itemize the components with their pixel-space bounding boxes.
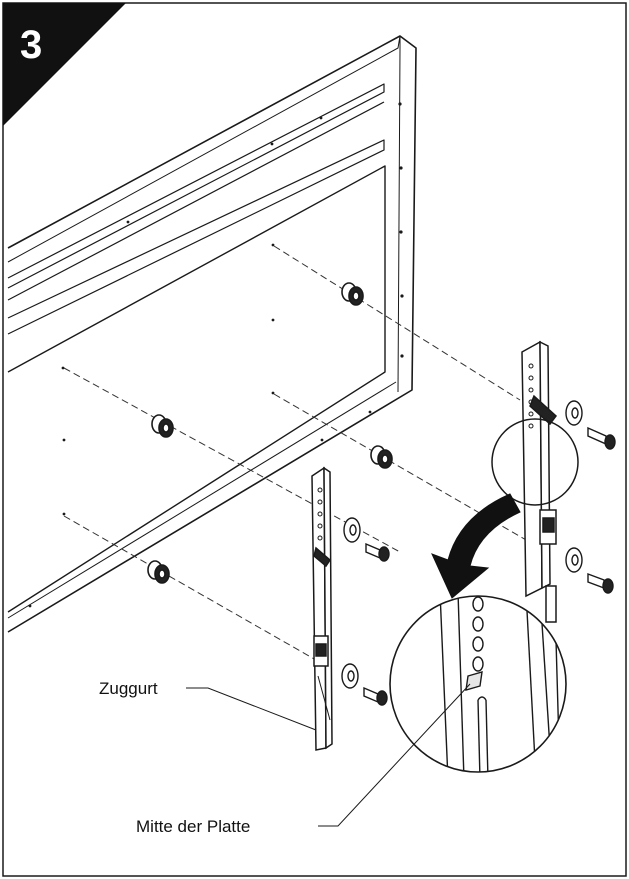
- frame-screw-holes: [28, 102, 404, 608]
- screw-set-1: [565, 400, 616, 450]
- screw-set-3: [343, 517, 390, 562]
- screw-set-2: [565, 547, 614, 594]
- spacer-bottom-left: [147, 560, 170, 584]
- step-number: 3: [20, 23, 42, 67]
- bracket-left: [311, 466, 333, 751]
- step-badge: 3: [3, 3, 126, 126]
- tv-back-panel: [7, 35, 417, 633]
- washers-and-screws: [341, 400, 616, 706]
- screw-set-4: [341, 663, 388, 706]
- bracket-right: [521, 340, 558, 623]
- spacer-mid-right: [370, 445, 393, 469]
- leader-lines: [186, 683, 471, 827]
- magnified-detail: [389, 595, 567, 773]
- spacer-top-right: [341, 282, 364, 306]
- spacer-mid-left: [151, 414, 174, 438]
- label-strap: Zuggurt: [99, 679, 158, 698]
- zoom-source-circle: [491, 418, 579, 506]
- curved-arrow-icon: [431, 493, 521, 599]
- spacers: [147, 282, 393, 584]
- label-plate-center: Mitte der Platte: [136, 817, 250, 836]
